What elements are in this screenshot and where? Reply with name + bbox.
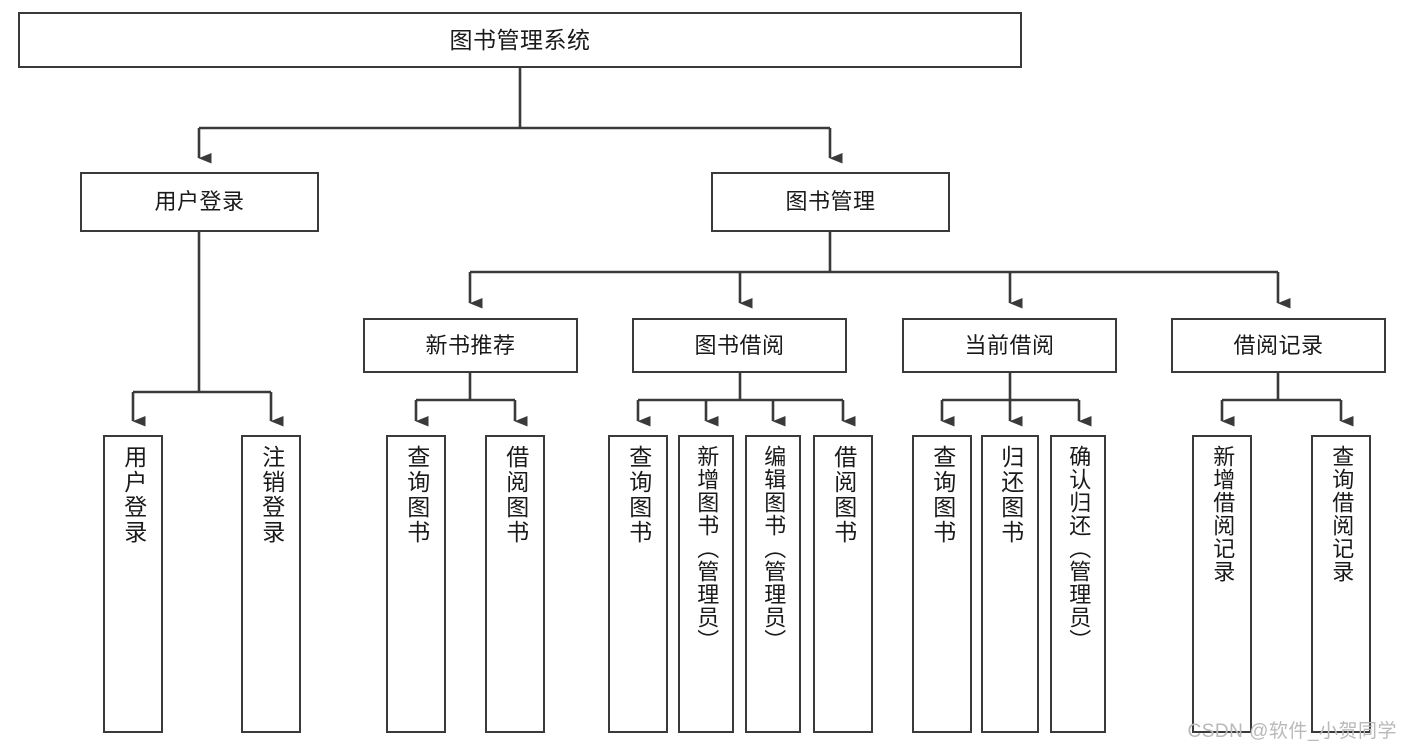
leaf-label: 用户登录 [120, 445, 147, 545]
leaf-label: 新增图书（管理员） [694, 445, 720, 652]
node-book-borrow[interactable]: 图书借阅 [632, 318, 847, 373]
node-label: 图书管理系统 [449, 26, 591, 53]
leaf-user-login-logout[interactable]: 注销登录 [241, 435, 301, 733]
leaf-book-borrow-query-book[interactable]: 查询图书 [608, 435, 668, 733]
leaf-label: 借阅图书 [502, 445, 529, 545]
leaf-current-borrow-confirm-return-admin[interactable]: 确认归还（管理员） [1050, 435, 1106, 733]
watermark: CSDN @软件_小贺同学 [1187, 721, 1397, 742]
leaf-current-borrow-return-book[interactable]: 归还图书 [981, 435, 1039, 733]
node-label: 新书推荐 [425, 332, 516, 358]
node-root-book-management-system[interactable]: 图书管理系统 [18, 12, 1022, 68]
leaf-current-borrow-query-book[interactable]: 查询图书 [912, 435, 972, 733]
leaf-label: 归还图书 [997, 445, 1024, 545]
node-label: 借阅记录 [1233, 332, 1324, 358]
leaf-label: 注销登录 [258, 445, 285, 545]
leaf-label: 查询图书 [929, 445, 956, 545]
leaf-borrow-record-query-record[interactable]: 查询借阅记录 [1311, 435, 1371, 733]
leaf-book-borrow-borrow-book[interactable]: 借阅图书 [813, 435, 873, 733]
node-book-management[interactable]: 图书管理 [711, 172, 950, 232]
leaf-label: 确认归还（管理员） [1066, 445, 1092, 652]
leaf-borrow-record-add-record[interactable]: 新增借阅记录 [1192, 435, 1252, 733]
node-current-borrow[interactable]: 当前借阅 [902, 318, 1117, 373]
leaf-book-borrow-edit-book-admin[interactable]: 编辑图书（管理员） [745, 435, 801, 733]
leaf-user-login-login[interactable]: 用户登录 [103, 435, 163, 733]
node-label: 图书管理 [785, 189, 876, 214]
leaf-label: 查询借阅记录 [1329, 445, 1355, 583]
node-new-book-recommend[interactable]: 新书推荐 [363, 318, 578, 373]
leaf-new-book-query-book[interactable]: 查询图书 [386, 435, 446, 733]
node-label: 当前借阅 [964, 332, 1055, 358]
leaf-label: 编辑图书（管理员） [761, 445, 787, 652]
node-user-login[interactable]: 用户登录 [80, 172, 319, 232]
node-borrow-record[interactable]: 借阅记录 [1171, 318, 1386, 373]
leaf-label: 查询图书 [625, 445, 652, 545]
leaf-label: 新增借阅记录 [1210, 445, 1236, 583]
node-label: 用户登录 [154, 189, 245, 214]
node-label: 图书借阅 [694, 332, 785, 358]
leaf-label: 借阅图书 [830, 445, 857, 545]
leaf-book-borrow-add-book-admin[interactable]: 新增图书（管理员） [678, 435, 734, 733]
leaf-new-book-borrow-book[interactable]: 借阅图书 [485, 435, 545, 733]
leaf-label: 查询图书 [403, 445, 430, 545]
